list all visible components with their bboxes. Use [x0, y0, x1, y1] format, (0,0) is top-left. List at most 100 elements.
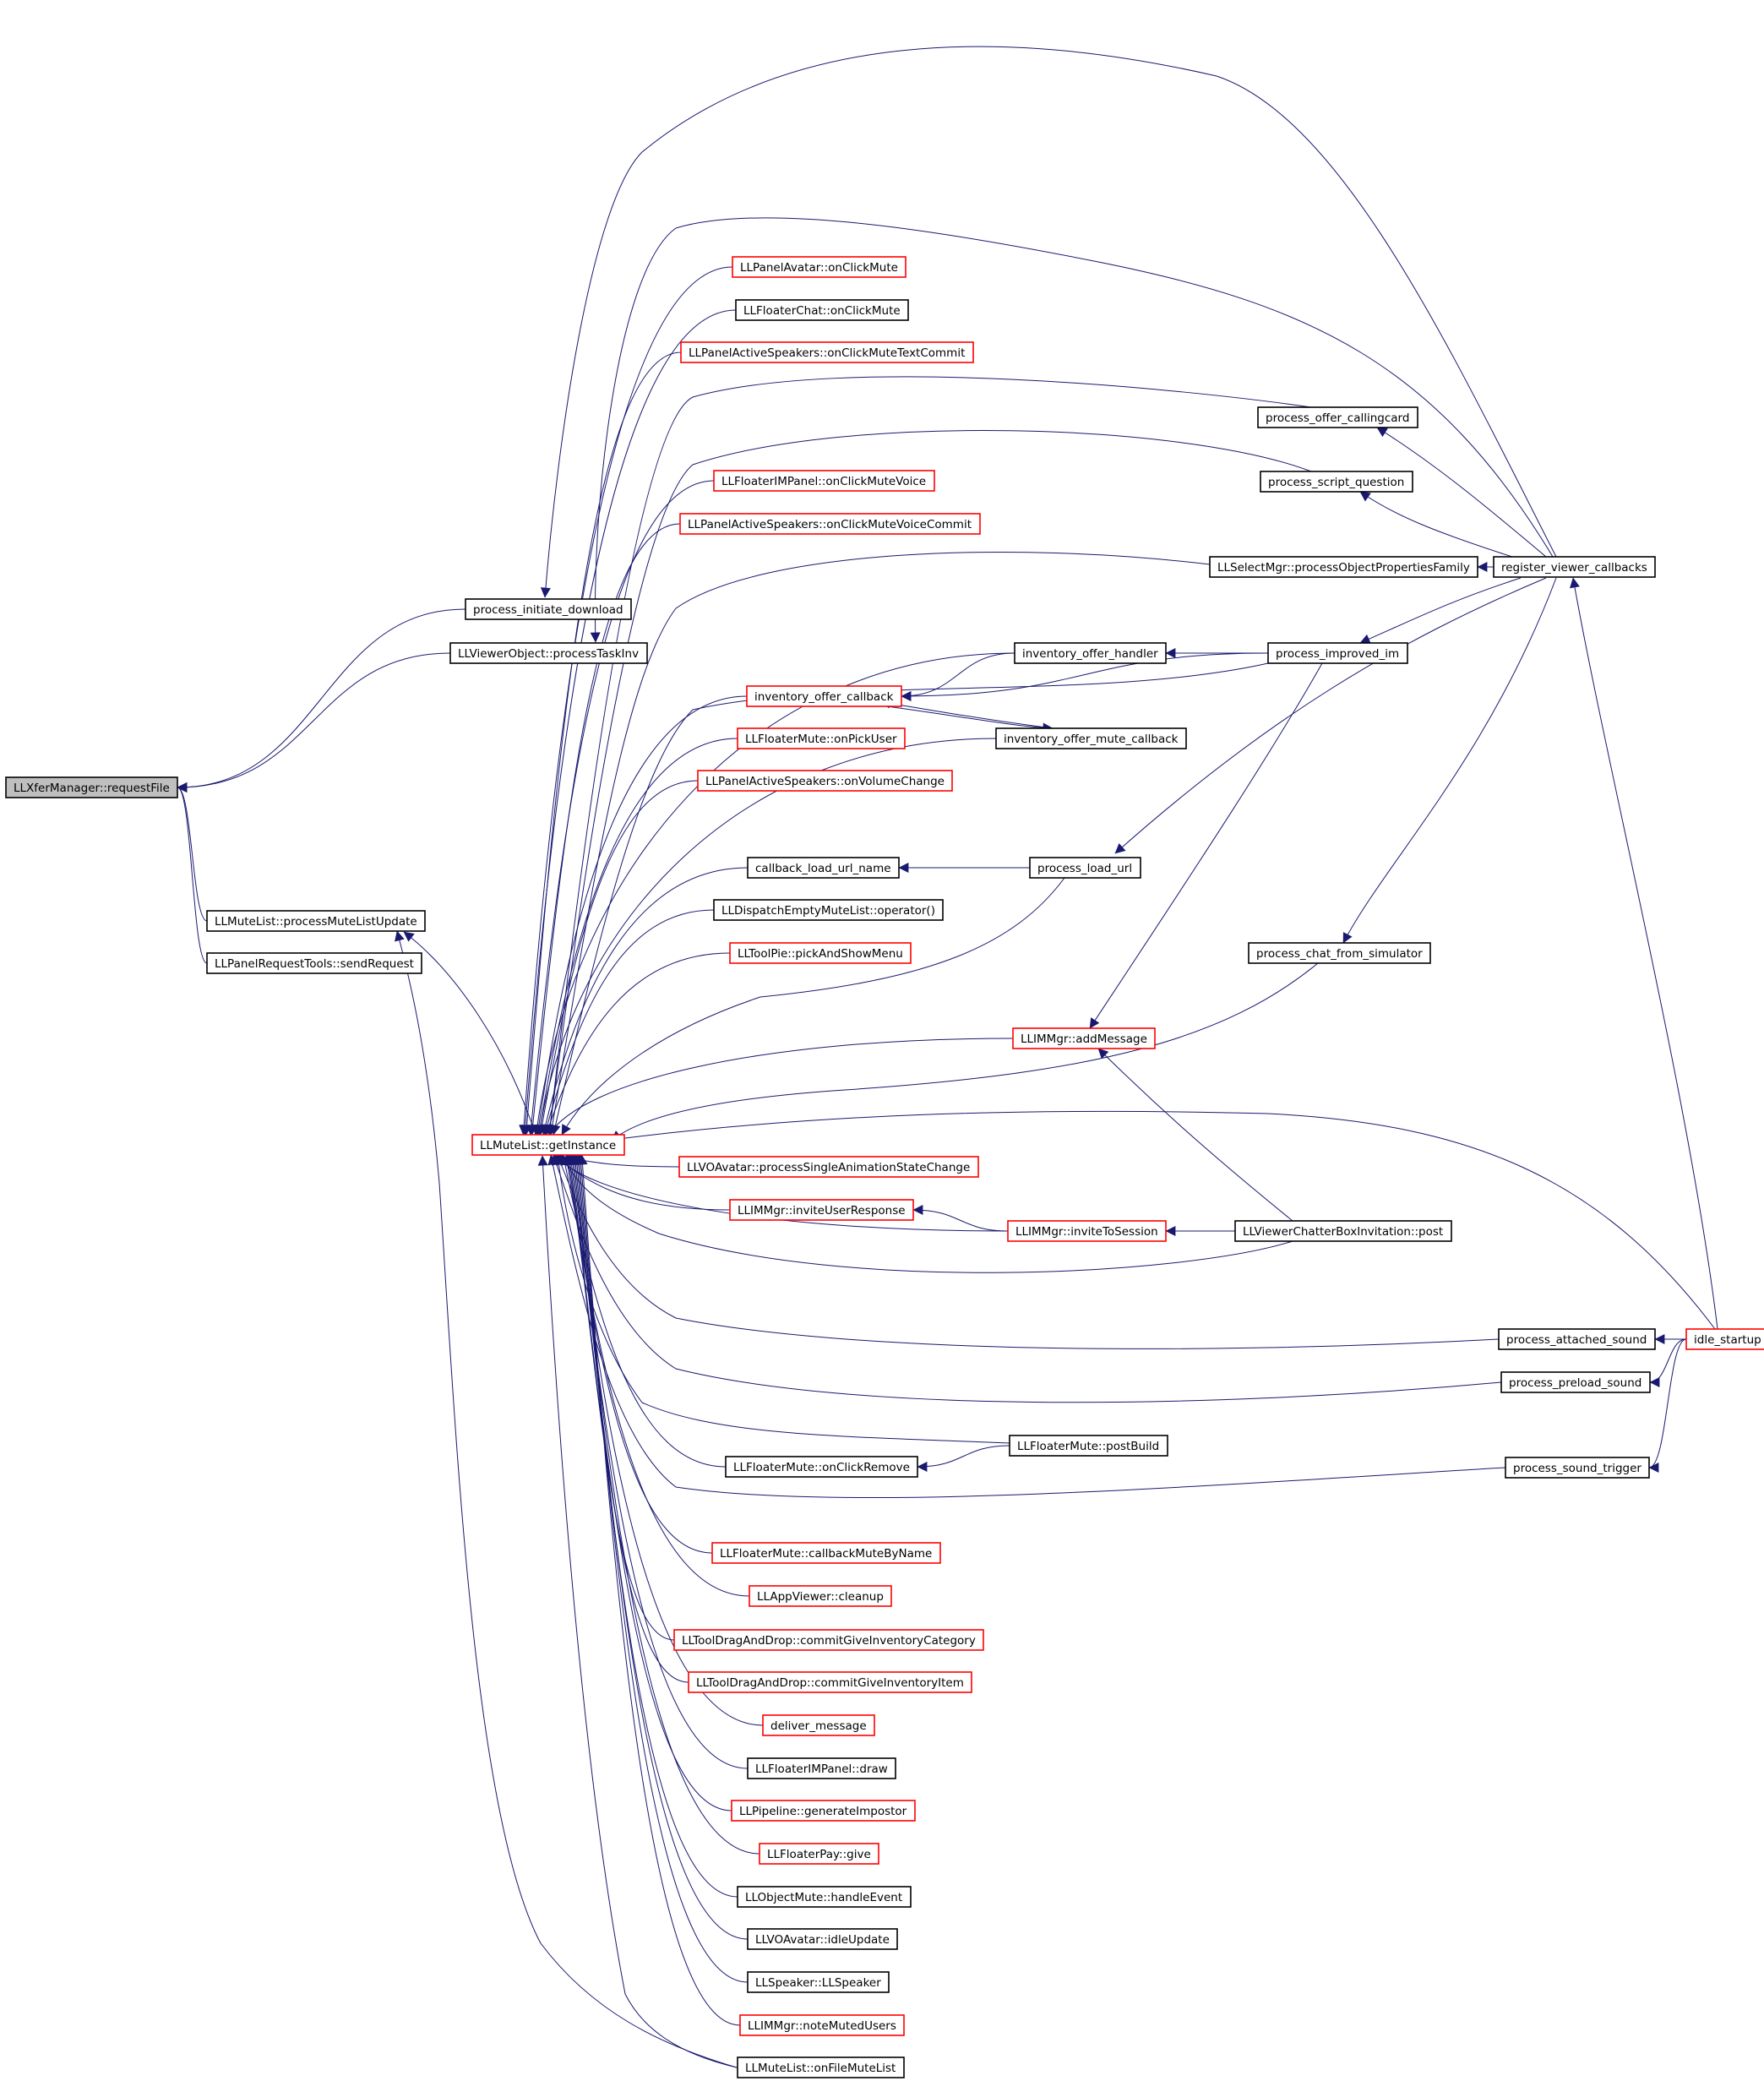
node-label: deliver_message — [770, 1719, 867, 1733]
node-label: LLFloaterMute::onClickRemove — [733, 1461, 910, 1474]
node-label: inventory_offer_callback — [754, 690, 894, 704]
node-tool-pie: LLToolPie::pickAndShowMenu — [729, 942, 912, 964]
node-label: LLFloaterMute::postBuild — [1017, 1440, 1159, 1453]
edge-idleStartup-to-soundTrigger — [1648, 1338, 1687, 1473]
node-box — [1267, 642, 1408, 664]
node-box — [739, 2014, 905, 2036]
node-box — [680, 341, 974, 363]
edge-floaterMutePostBuild-to-floaterMuteRemove — [917, 1445, 1010, 1472]
node-generate-impostor: LLPipeline::generateImpostor — [731, 1800, 916, 1822]
node-label: LLVOAvatar::processSingleAnimationStateC… — [687, 1161, 970, 1174]
node-box — [729, 942, 912, 964]
node-label: LLFloaterChat::onClickMute — [743, 304, 901, 318]
edge-registerCallbacks-to-scriptQuestion — [1359, 491, 1513, 558]
edge-noteMutedUsers-to-getInstance — [577, 1154, 741, 2026]
node-label: process_script_question — [1268, 476, 1404, 489]
node-box — [673, 1629, 984, 1651]
node-add-message: LLIMMgr::addMessage — [1012, 1027, 1156, 1049]
node-attached-sound: process_attached_sound — [1498, 1328, 1656, 1350]
node-box — [1248, 942, 1431, 964]
edge-offerCallback-to-getInstance — [533, 695, 748, 1136]
edge-speakerCtor-to-getInstance — [575, 1154, 749, 1983]
node-box — [206, 952, 422, 974]
edge-getInstance-to-processMuteListUpdate — [403, 931, 536, 1136]
node-label: LLVOAvatar::idleUpdate — [755, 1933, 890, 1947]
node-box — [762, 1714, 875, 1736]
edge-improvedIM-to-offerCallback — [901, 652, 1269, 701]
node-box — [1257, 406, 1418, 428]
node-process-mute-list-update: LLMuteList::processMuteListUpdate — [206, 910, 426, 932]
edge-toolPie-to-getInstance — [544, 952, 731, 1136]
node-label: LLSpeaker::LLSpeaker — [755, 1976, 881, 1990]
node-register-callbacks: register_viewer_callbacks — [1493, 556, 1656, 578]
node-label: LLIMMgr::noteMutedUsers — [748, 2019, 896, 2033]
node-pas-voice-commit: LLPanelActiveSpeakers::onClickMuteVoiceC… — [679, 513, 981, 535]
node-offer-callback: inventory_offer_callback — [746, 685, 902, 707]
node-invite-to-session: LLIMMgr::inviteToSession — [1007, 1220, 1167, 1242]
node-pas-text-commit: LLPanelActiveSpeakers::onClickMuteTextCo… — [680, 341, 974, 363]
edge-callbackLoadUrl-to-getInstance — [540, 867, 749, 1136]
node-box — [729, 1199, 914, 1221]
node-label: LLAppViewer::cleanup — [757, 1590, 884, 1604]
node-box — [1007, 1220, 1167, 1242]
node-box — [746, 685, 902, 707]
node-idle-startup: idle_startup — [1685, 1328, 1764, 1350]
node-box — [731, 1800, 916, 1822]
node-box — [713, 899, 944, 921]
node-box — [1500, 1371, 1651, 1393]
node-label: LLPanelActiveSpeakers::onClickMuteTextCo… — [689, 346, 965, 360]
edge-chatterBoxPost-to-addMessage — [1097, 1048, 1293, 1222]
edge-pasTextCommit-to-getInstance — [521, 351, 682, 1136]
edge-processLoadUrl-to-getInstance — [561, 877, 1065, 1136]
node-box — [1012, 1027, 1156, 1049]
node-box — [206, 910, 426, 932]
edge-floaterMutePostBuild-to-getInstance — [553, 1154, 1010, 1444]
node-label: LLPanelAvatar::onClickMute — [740, 261, 898, 275]
node-label: LLObjectMute::handleEvent — [745, 1891, 902, 1904]
node-box — [747, 1757, 896, 1779]
edge-registerCallbacks-to-initDownload — [540, 46, 1557, 598]
node-note-muted-users: LLIMMgr::noteMutedUsers — [739, 2014, 905, 2036]
node-get-instance: LLMuteList::getInstance — [471, 1134, 625, 1156]
node-label: register_viewer_callbacks — [1501, 561, 1647, 575]
node-label: LLMuteList::onFileMuteList — [745, 2062, 896, 2075]
node-box — [678, 1156, 979, 1178]
node-label: idle_startup — [1694, 1333, 1761, 1347]
node-label: process_sound_trigger — [1513, 1462, 1642, 1475]
edge-idleStartup-to-preloadSound — [1649, 1338, 1687, 1387]
node-label: LLIMMgr::addMessage — [1021, 1032, 1147, 1046]
node-label: LLFloaterMute::callbackMuteByName — [720, 1547, 932, 1561]
edge-improvedIM-to-getInstance — [550, 662, 1269, 1136]
node-box — [1209, 556, 1478, 578]
node-offer-handler: inventory_offer_handler — [1014, 642, 1167, 664]
node-invite-user-response: LLIMMgr::inviteUserResponse — [729, 1199, 914, 1221]
edge-floaterMutePickUser-to-getInstance — [535, 738, 738, 1136]
node-drag-give-item: LLToolDragAndDrop::commitGiveInventoryIt… — [688, 1671, 972, 1693]
edges-layer — [177, 46, 1718, 2068]
node-box — [697, 770, 953, 792]
edge-offerCallingcard-to-getInstance — [545, 376, 1312, 1136]
edge-attachedSound-to-getInstance — [556, 1154, 1500, 1349]
node-label: LLViewerObject::processTaskInv — [458, 647, 639, 661]
node-box — [995, 727, 1187, 749]
node-label: callback_load_url_name — [755, 862, 891, 875]
node-offer-mute-callback: inventory_offer_mute_callback — [995, 727, 1187, 749]
node-label: LLFloaterIMPanel::onClickMuteVoice — [721, 475, 926, 488]
node-box — [732, 256, 906, 278]
node-label: LLDispatchEmptyMuteList::operator() — [721, 904, 935, 918]
node-box — [1493, 556, 1656, 578]
edge-improvedIM-to-addMessage — [1089, 662, 1323, 1029]
node-label: LLFloaterIMPanel::draw — [755, 1762, 888, 1776]
node-idle-update: LLVOAvatar::idleUpdate — [747, 1928, 898, 1950]
node-request-file: LLXferManager::requestFile — [5, 776, 178, 798]
edge-offerMuteCallback-to-getInstance — [535, 738, 997, 1136]
node-label: process_offer_callingcard — [1266, 411, 1409, 425]
node-box — [1685, 1328, 1764, 1350]
node-label: inventory_offer_handler — [1022, 647, 1158, 661]
node-callback-mute-by-name: LLFloaterMute::callbackMuteByName — [711, 1542, 941, 1564]
node-box — [1260, 471, 1413, 493]
edge-panelAvatarMute-to-getInstance — [519, 266, 733, 1136]
node-box — [1505, 1457, 1650, 1479]
edge-preloadSound-to-getInstance — [552, 1154, 1502, 1403]
